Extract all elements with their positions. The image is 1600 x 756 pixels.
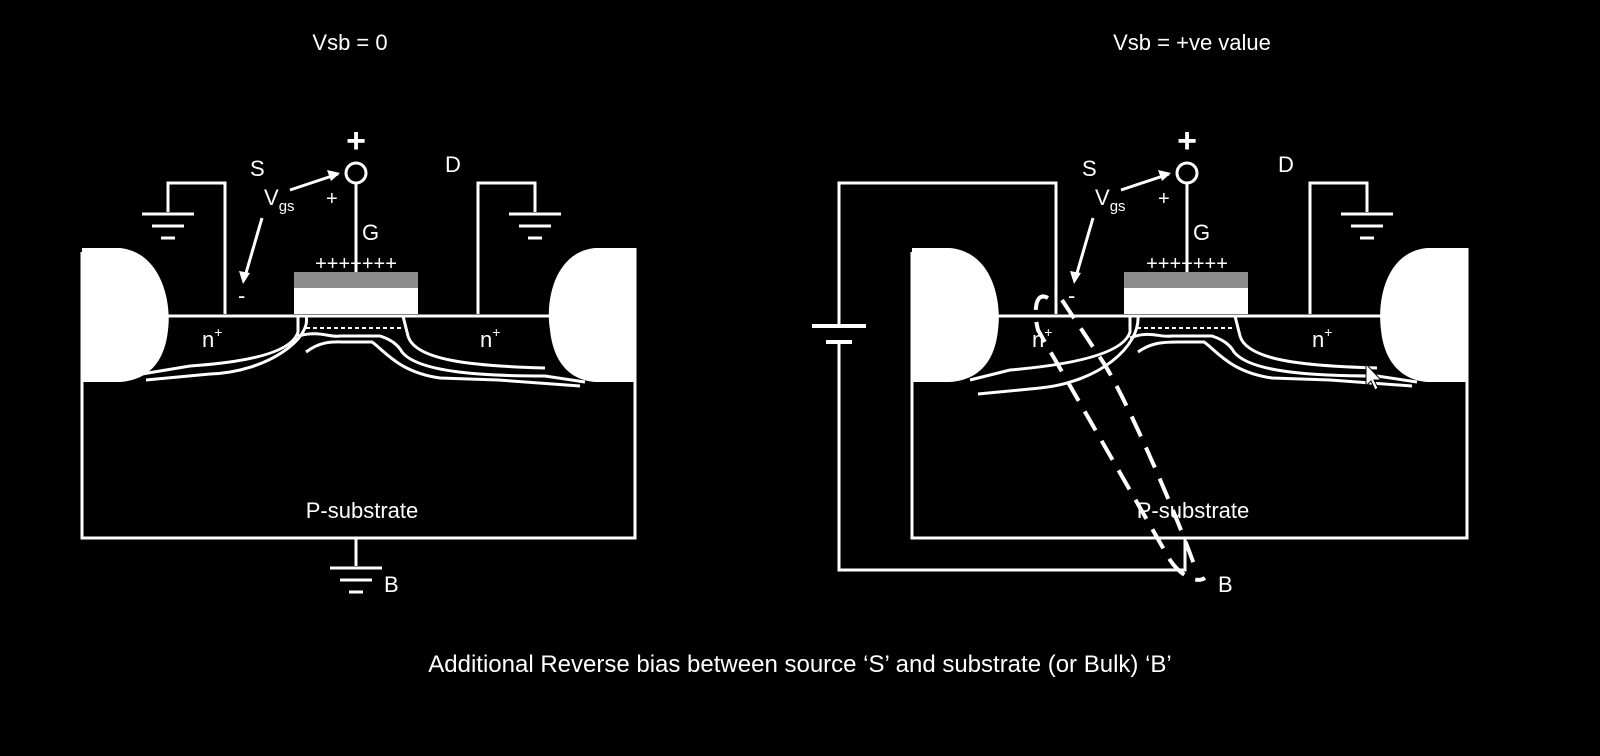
gate-terminal bbox=[1175, 161, 1199, 185]
gate-metal bbox=[294, 272, 418, 288]
caption: Additional Reverse bias between source ‘… bbox=[428, 651, 1171, 678]
source-label: S bbox=[250, 156, 265, 181]
depletion-edge-source bbox=[141, 316, 300, 376]
depletion-edge-channel bbox=[297, 332, 586, 384]
source-contact-wire bbox=[166, 181, 227, 314]
depletion-edge-drain bbox=[401, 315, 546, 370]
substrate-outline bbox=[80, 248, 637, 540]
vgs-label: Vgs bbox=[1095, 185, 1126, 215]
vgs-minus: - bbox=[238, 283, 245, 308]
field-oxide-left bbox=[912, 248, 999, 382]
gate-oxide bbox=[294, 288, 418, 314]
vgs-label: Vgs bbox=[264, 185, 295, 215]
n-plus-drain-label: n+ bbox=[1312, 324, 1332, 352]
depletion-edge-channel bbox=[1129, 332, 1418, 384]
source-label: S bbox=[1082, 156, 1097, 181]
substrate-label: P-substrate bbox=[306, 498, 419, 523]
bulk-path-dashed-inner bbox=[1060, 298, 1198, 571]
gate-label: G bbox=[362, 220, 379, 245]
battery-to-bulk-wire bbox=[837, 344, 1187, 572]
panel-vsb-zero: Vsb = 0 +++++++ + G S D Vgs + bbox=[80, 30, 637, 597]
field-oxide-right bbox=[548, 248, 635, 382]
substrate-label: P-substrate bbox=[1137, 498, 1250, 523]
depletion-edge-drain bbox=[1233, 315, 1378, 370]
vgs-plus: + bbox=[326, 188, 338, 210]
gate-plus-sign: + bbox=[1177, 122, 1197, 160]
drain-contact-wire bbox=[476, 181, 537, 314]
field-oxide-left bbox=[82, 248, 169, 382]
n-plus-source-label: n+ bbox=[1032, 324, 1052, 352]
panel-title: Vsb = +ve value bbox=[1113, 30, 1271, 55]
gate-plus-sign: + bbox=[346, 122, 366, 160]
vgs-arrow-down bbox=[1073, 217, 1095, 281]
bulk-label: B bbox=[1218, 572, 1233, 597]
substrate-outline bbox=[910, 248, 1469, 540]
source-to-battery-wire bbox=[837, 181, 1058, 324]
bulk-path-dashed-outer bbox=[1033, 294, 1207, 582]
vgs-plus: + bbox=[1158, 188, 1170, 210]
n-plus-source-label: n+ bbox=[202, 324, 222, 352]
field-oxide-right bbox=[1380, 248, 1467, 382]
gate-terminal bbox=[344, 161, 368, 185]
drain-label: D bbox=[445, 152, 461, 177]
panel-title: Vsb = 0 bbox=[312, 30, 387, 55]
n-plus-drain-label: n+ bbox=[480, 324, 500, 352]
vgs-arrow-down bbox=[242, 217, 264, 281]
gate-metal bbox=[1124, 272, 1248, 288]
depletion-edge-source bbox=[969, 316, 1132, 382]
gate-label: G bbox=[1193, 220, 1210, 245]
panel-vsb-positive: Vsb = +ve value +++++++ + G S D Vgs + - bbox=[812, 30, 1469, 597]
bulk-label: B bbox=[384, 572, 399, 597]
vgs-minus: - bbox=[1068, 283, 1075, 308]
gate-oxide bbox=[1124, 288, 1248, 314]
drain-label: D bbox=[1278, 152, 1294, 177]
drain-contact-wire bbox=[1308, 181, 1369, 314]
mouse-cursor-icon bbox=[1365, 362, 1383, 391]
